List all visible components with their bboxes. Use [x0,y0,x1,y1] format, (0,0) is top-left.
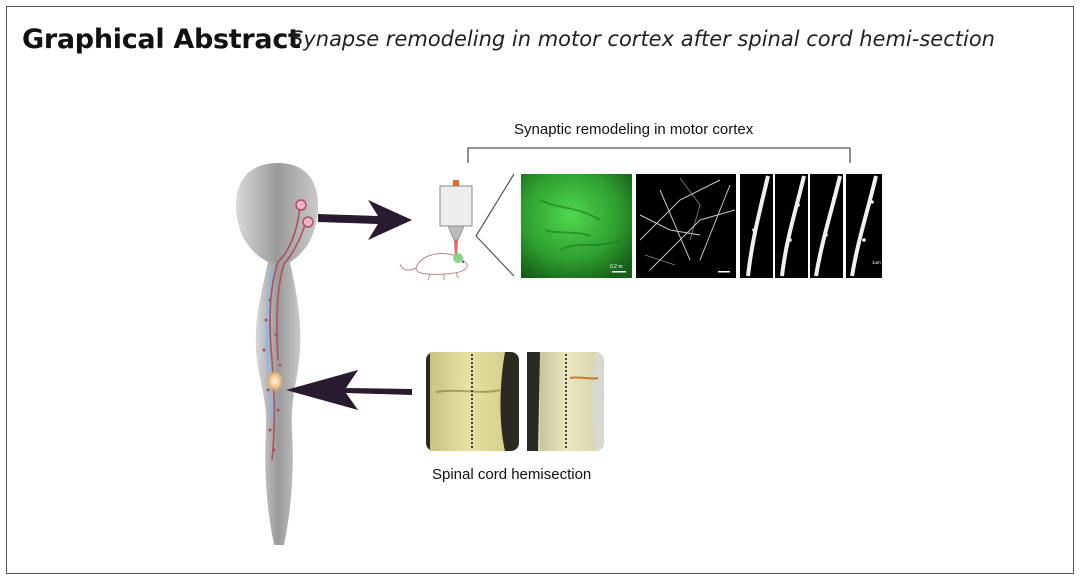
two-photon-setup [399,180,473,281]
hemisection-photos [426,352,604,451]
ascending-tract [265,267,274,421]
arrow-to-imaging [318,200,412,240]
panel-dendrites-overview [636,174,736,278]
neuron-soma-1 [295,199,307,211]
imaging-panels: 0.2 m 1um [521,174,882,278]
brain-shape [236,163,318,262]
panel-1-scale: 0.2 m [610,264,623,270]
page-subtitle: Synapse remodeling in motor cortex after… [290,27,995,51]
zoom-lines [475,173,515,277]
imaging-label: Synaptic remodeling in motor cortex [514,121,754,138]
abstract-frame [6,6,1074,574]
objective-lens [439,185,473,227]
lesion-site [267,371,283,391]
cns-schematic [236,163,318,545]
panel-6-scale: 1um [872,260,881,265]
arrow-to-lesion [286,370,412,410]
page-title: Graphical Abstract [22,24,301,55]
imaging-bracket [467,147,851,163]
panel-cranial-window [521,174,632,278]
neuron-soma-2 [302,216,314,228]
corticospinal-tract [269,204,301,461]
hemisection-label: Spinal cord hemisection [432,466,592,483]
